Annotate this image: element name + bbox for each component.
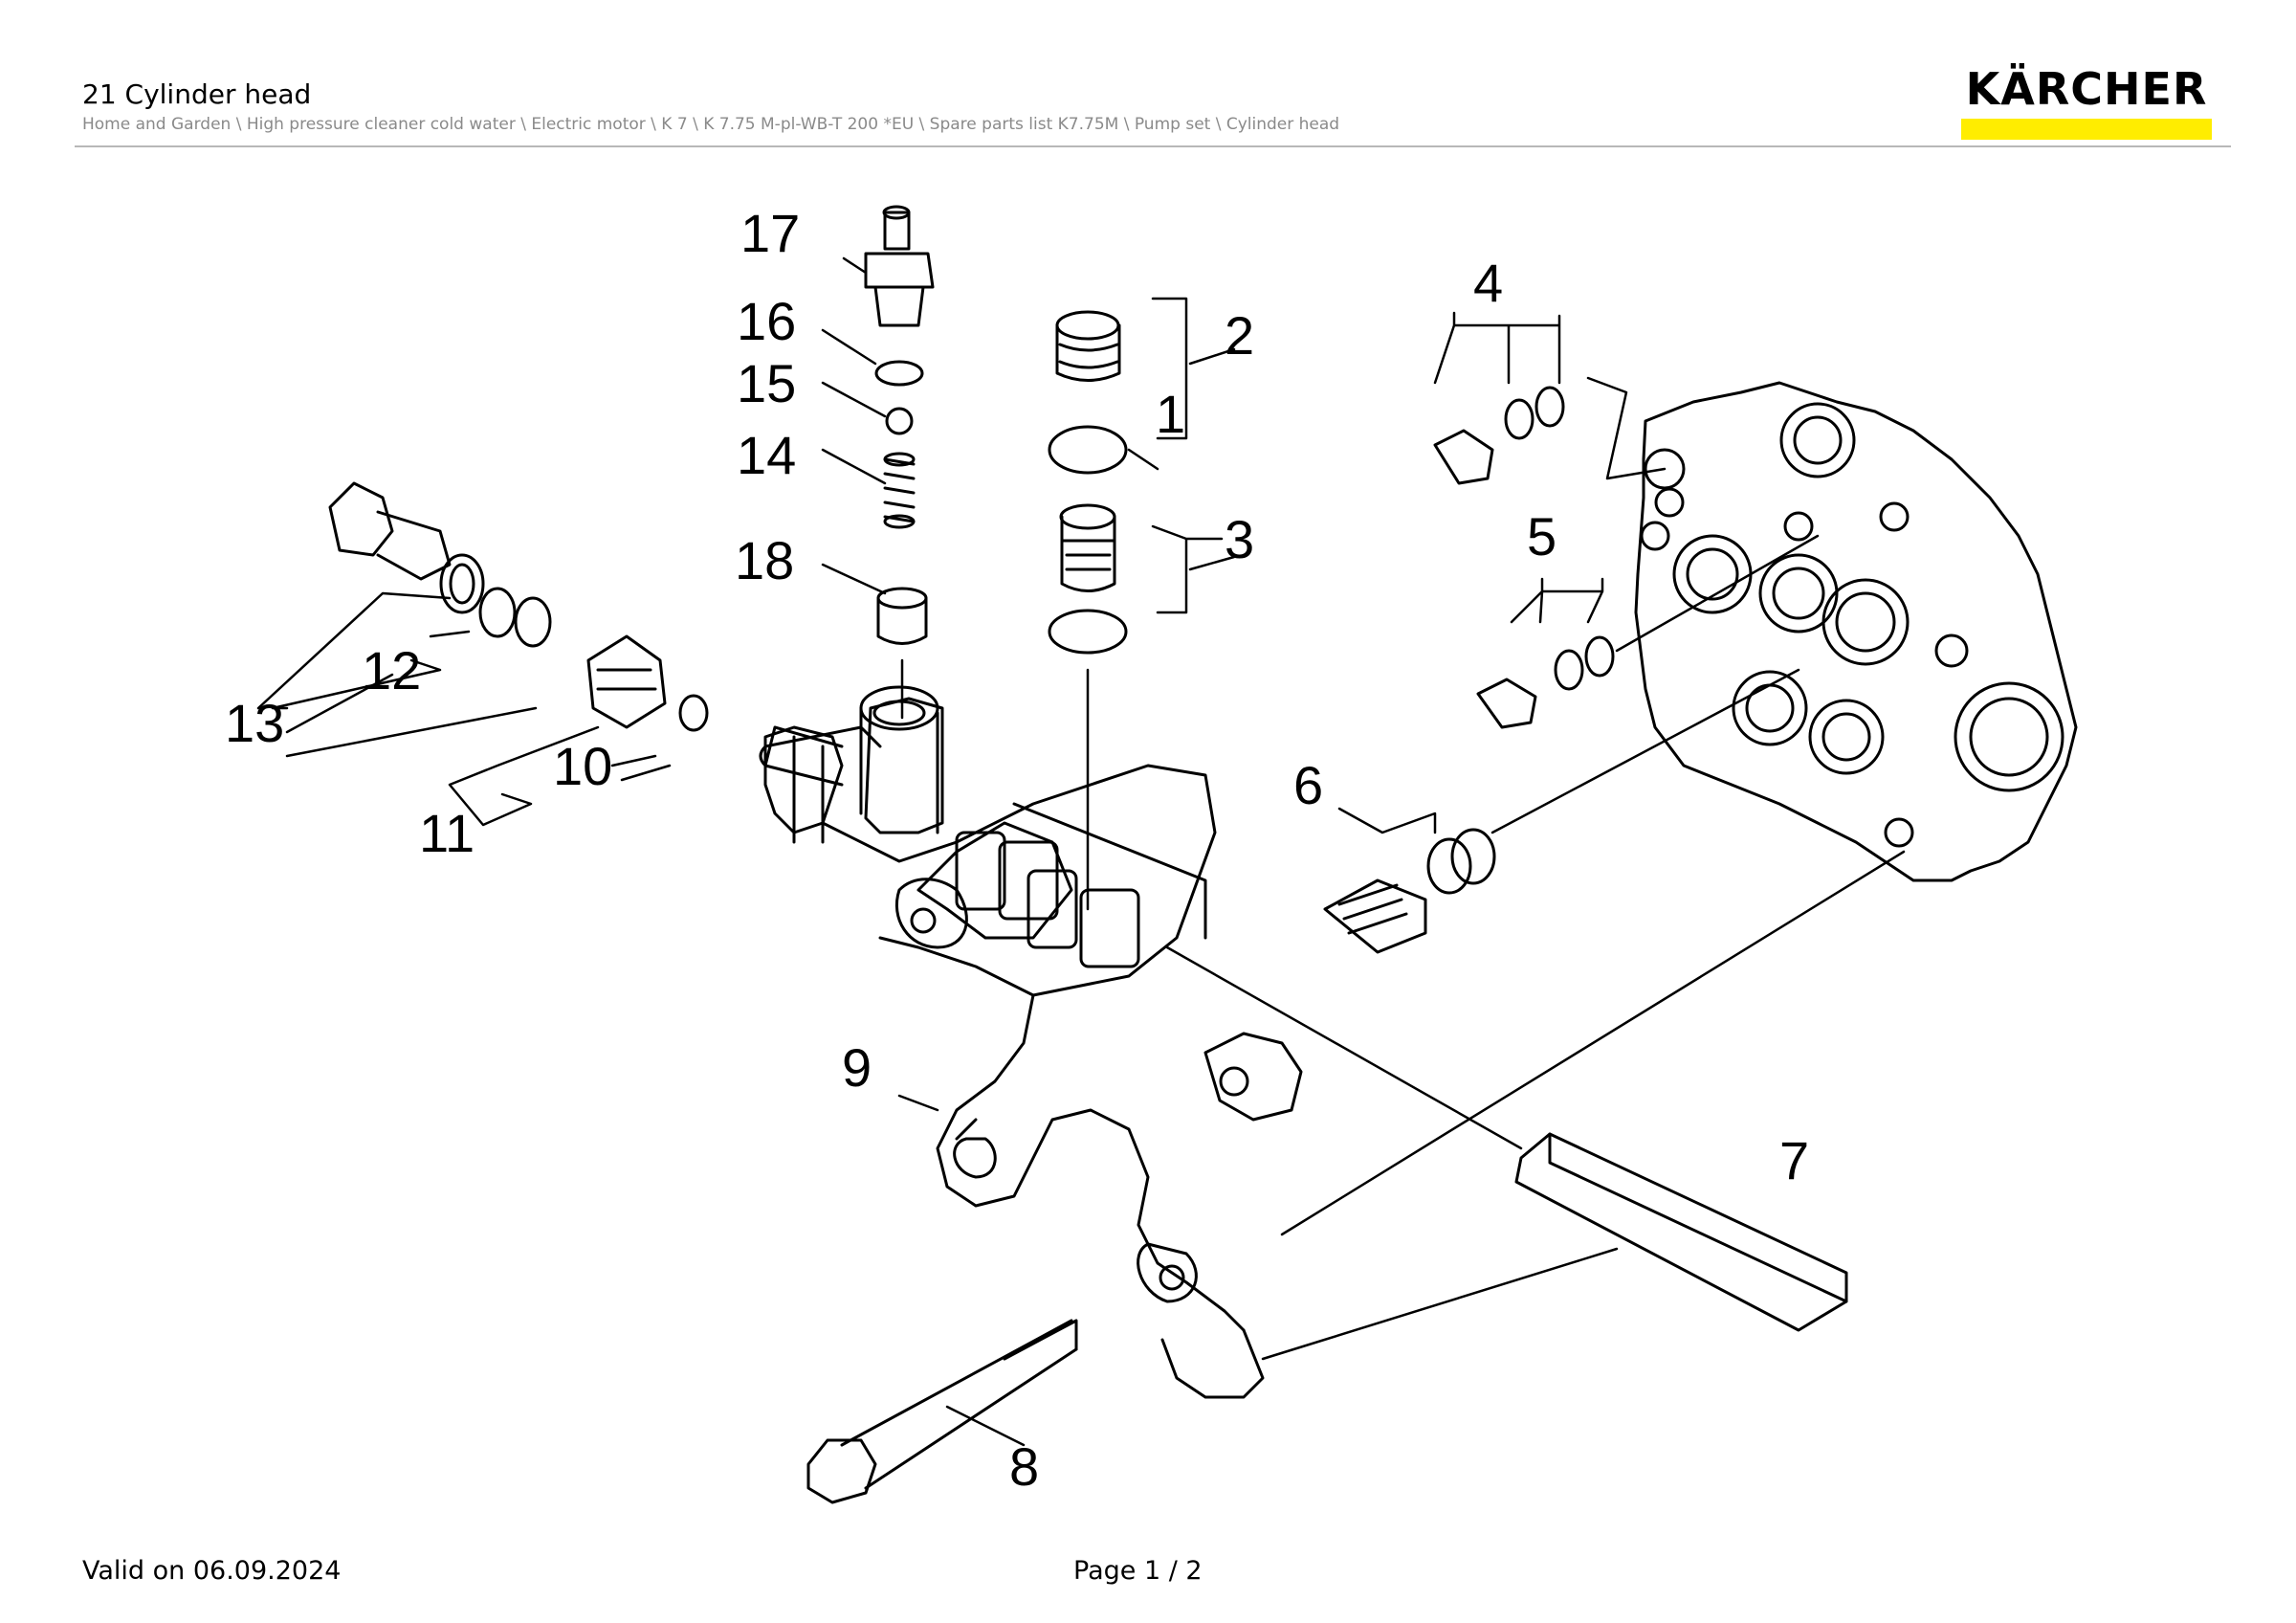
callout-6: 6 [1293,755,1323,815]
part-1-o-ring [1048,425,1128,475]
part-4-check-valve [1433,386,1565,485]
logo-yellow-bar [1961,119,2212,140]
page-number: Page 1 / 2 [1073,1556,1203,1586]
part-12-o-rings [478,587,552,648]
callout-12: 12 [362,640,421,700]
callout-15: 15 [737,353,796,413]
callout-14: 14 [737,425,796,485]
callout-10: 10 [553,736,612,796]
callout-5: 5 [1527,506,1556,567]
part-10-o-ring [678,694,709,732]
part-11-valve [586,634,667,729]
valve-block [955,802,1207,968]
part-16-o-ring [874,360,924,387]
callout-9: 9 [842,1037,872,1098]
callout-8: 8 [1009,1436,1039,1497]
callout-17: 17 [740,203,800,263]
breadcrumb: Home and Garden \ High pressure cleaner … [82,115,1340,134]
callout-16: 16 [737,291,796,351]
callout-13: 13 [225,693,284,753]
callout-11: 11 [419,803,475,863]
part-6-valve [1323,828,1496,954]
cylinder-head-housing [1634,381,2078,882]
part-15-ball [885,407,914,435]
page-title: 21 Cylinder head [82,78,312,110]
part-14-spring [883,452,916,529]
part-9-cylinder-head [955,1118,978,1141]
callout-4: 4 [1473,253,1503,313]
part-3-valve [1048,503,1128,655]
header-divider [75,145,2231,147]
part-7-seal-strip [1514,1132,1848,1332]
callout-18: 18 [735,530,794,590]
callout-1: 1 [1156,384,1185,444]
pump-body-manifold [759,697,1303,1399]
callout-labels: 1 2 3 4 5 6 7 8 9 10 11 12 13 14 15 16 1… [225,203,1809,1497]
part-17-pressure-sensor [864,205,935,327]
part-13-connector [328,481,485,614]
part-18-valve-seat [876,587,928,645]
karcher-logo: KÄRCHER [1961,65,2212,140]
callout-7: 7 [1779,1130,1809,1190]
leader-lines [256,256,1906,1447]
part-2-plug [1055,310,1121,382]
callout-3: 3 [1225,509,1254,569]
part-5-check-valve [1476,635,1615,729]
callout-2: 2 [1225,305,1254,366]
logo-wordmark: KÄRCHER [1965,63,2208,115]
outlet-port [763,685,939,844]
valid-date: Valid on 06.09.2024 [82,1556,342,1586]
